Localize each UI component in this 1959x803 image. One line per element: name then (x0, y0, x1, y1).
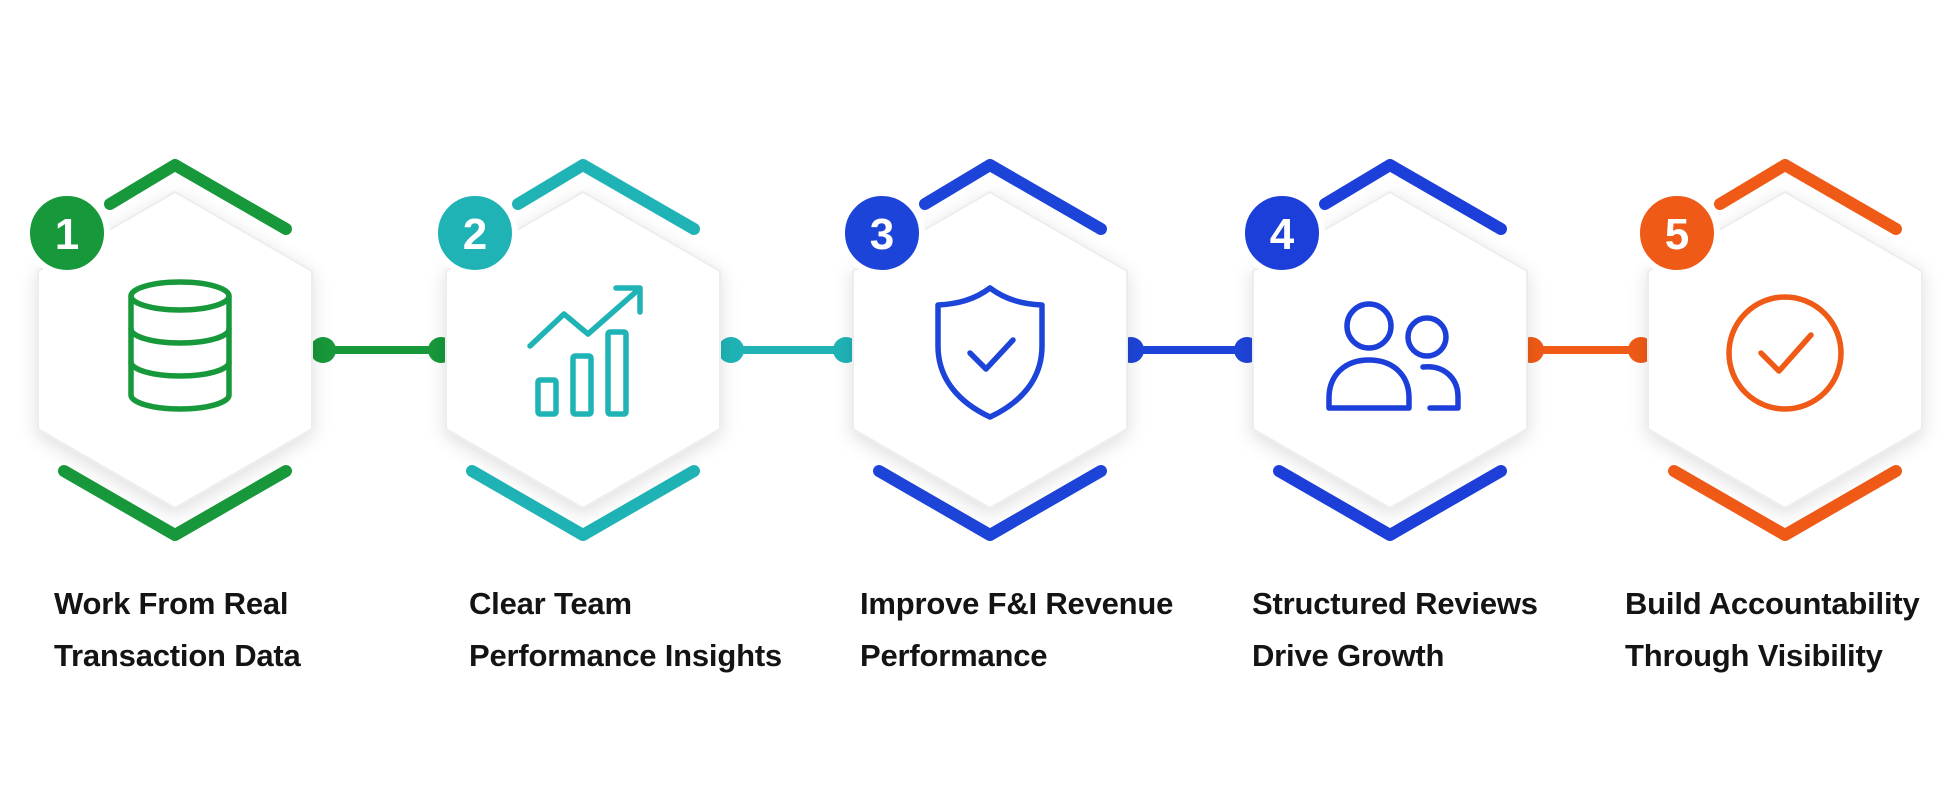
step-number: 2 (463, 210, 487, 259)
hexagon-card (852, 191, 1128, 509)
step-2: 2 (432, 159, 721, 541)
step-number-badge: 4 (1239, 190, 1325, 276)
step-3-label-line-2: Performance (860, 638, 1048, 673)
step-5-label-line-2: Through Visibility (1625, 638, 1883, 673)
step-number-badge: 5 (1634, 190, 1720, 276)
step-3-label-line-1: Improve F&I Revenue (860, 586, 1174, 621)
step-number: 4 (1270, 210, 1295, 259)
step-number: 1 (55, 210, 79, 259)
step-1: 1 (24, 159, 313, 541)
step-2-label: Clear Team Performance Insights (469, 578, 799, 682)
step-5-label-line-1: Build Accountability (1625, 586, 1920, 621)
hexagon-card (445, 191, 721, 509)
step-number: 5 (1665, 210, 1689, 259)
hexagon-card (1252, 191, 1528, 509)
step-4-label-line-1: Structured Reviews (1252, 586, 1538, 621)
database-icon (128, 279, 232, 412)
step-5: 5 (1634, 159, 1923, 541)
step-number-badge: 3 (839, 190, 925, 276)
step-number: 3 (870, 210, 894, 259)
step-4-label-line-2: Drive Growth (1252, 638, 1445, 673)
connector-2-3 (718, 337, 859, 363)
step-5-label: Build Accountability Through Visibility (1625, 578, 1955, 682)
step-1-label-line-2: Transaction Data (54, 638, 301, 673)
step-4: 4 (1239, 159, 1528, 541)
check-circle-icon (1726, 294, 1844, 412)
step-number-badge: 1 (24, 190, 110, 276)
shield-check-icon (935, 285, 1045, 420)
step-3: 3 (839, 159, 1128, 541)
step-1-label: Work From Real Transaction Data (54, 578, 384, 682)
step-1-label-line-1: Work From Real (54, 586, 289, 621)
step-number-badge: 2 (432, 190, 518, 276)
connector-4-5 (1518, 337, 1654, 363)
step-4-label: Structured Reviews Drive Growth (1252, 578, 1582, 682)
step-2-label-line-1: Clear Team (469, 586, 632, 621)
hexagon-card (37, 191, 313, 509)
connector-3-4 (1118, 337, 1260, 363)
growth-chart-icon (527, 285, 643, 417)
hexagon-card (1647, 191, 1923, 509)
step-2-label-line-2: Performance Insights (469, 638, 782, 673)
step-3-label: Improve F&I Revenue Performance (860, 578, 1190, 682)
connector-1-2 (310, 337, 454, 363)
users-icon (1326, 301, 1461, 411)
